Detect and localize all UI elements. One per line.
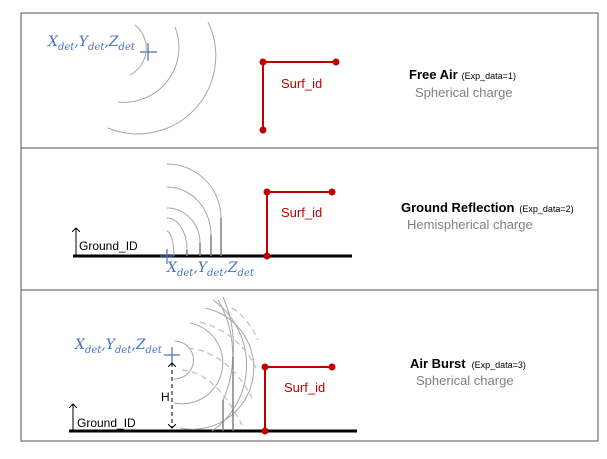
- detector-label: Xdet,Ydet,Zdet: [47, 34, 136, 53]
- scenario-title: Air Burst(Exp_data=3): [410, 356, 526, 371]
- height-label: H: [161, 390, 170, 404]
- panel-free-air: Xdet,Ydet,Zdet Surf_id Free Air(Exp_data…: [47, 21, 516, 135]
- blast-wave-arcs: [173, 296, 255, 432]
- scenario-title: Free Air(Exp_data=1): [409, 67, 516, 82]
- outer-frame: [20, 12, 599, 442]
- surface-marker: [261, 363, 336, 435]
- panel-ground-reflection: Ground_ID Xdet,Ydet,Zdet Surf_id Ground …: [73, 163, 574, 279]
- surface-marker: [263, 188, 336, 260]
- surface-label: Surf_id: [281, 205, 322, 220]
- charge-type: Hemispherical charge: [407, 217, 533, 232]
- blast-wave-arcs: [107, 21, 217, 135]
- scenario-title: Ground Reflection(Exp_data=2): [401, 200, 574, 215]
- detector-label: Xdet,Ydet,Zdet: [166, 260, 255, 279]
- ground-label: Ground_ID: [77, 416, 136, 430]
- panel-air-burst: Ground_ID Xdet,Ydet,Zdet H Surf_id: [69, 296, 526, 435]
- detector-label: Xdet,Ydet,Zdet: [74, 337, 163, 356]
- surface-label: Surf_id: [281, 76, 322, 91]
- surface-marker: [259, 58, 340, 134]
- charge-type: Spherical charge: [416, 373, 514, 388]
- surface-label: Surf_id: [284, 380, 325, 395]
- blast-wave-arcs: [166, 163, 222, 257]
- detector-cross-icon: [164, 347, 180, 363]
- detector-cross-icon: [160, 249, 174, 264]
- ground-label: Ground_ID: [79, 239, 138, 253]
- reflected-wave-arcs: [181, 307, 259, 426]
- charge-type: Spherical charge: [415, 85, 513, 100]
- detector-cross-icon: [140, 43, 157, 61]
